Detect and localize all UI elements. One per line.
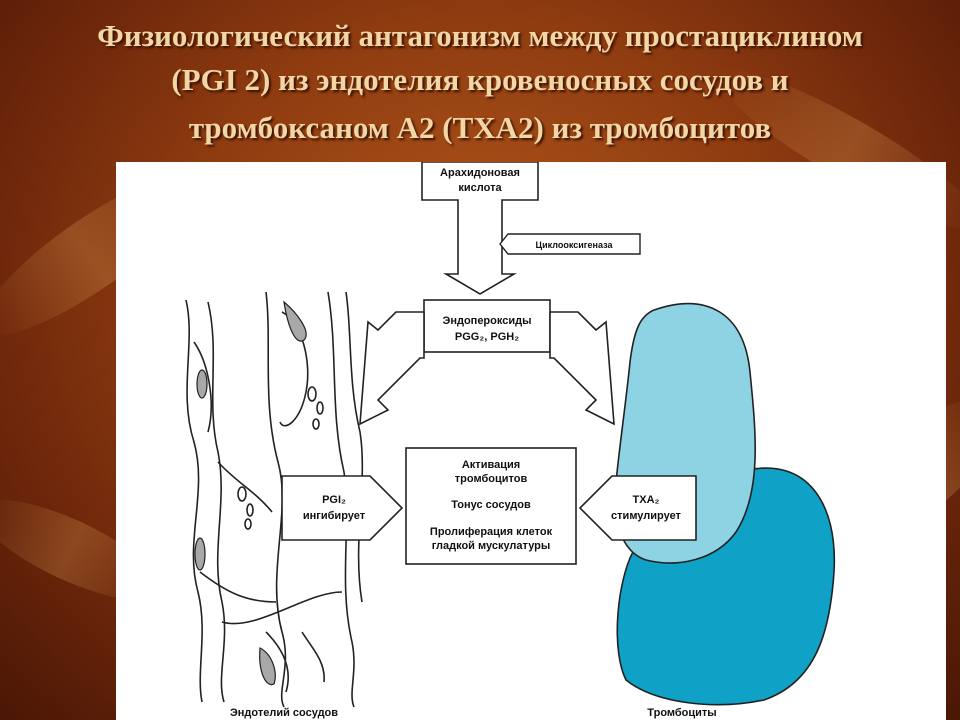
cell-boundary xyxy=(301,631,325,683)
slide-title: Физиологический антагонизм между простац… xyxy=(10,14,950,150)
endothelial-nucleus xyxy=(259,647,276,686)
arachidonic-acid-label-1: Арахидоновая xyxy=(440,167,520,179)
endothelial-nucleus xyxy=(283,300,307,342)
vesicle xyxy=(246,503,254,517)
vessel-wall-line xyxy=(345,291,364,603)
title-line-3: тромбоксаном А2 (ТХА2) из тромбоцитов xyxy=(188,110,772,145)
arachidonic-acid-label-2: кислота xyxy=(458,182,502,194)
vesicle xyxy=(316,401,324,415)
effect-vascular-tone: Тонус сосудов xyxy=(451,499,531,511)
vesicle xyxy=(244,518,252,530)
title-line-2: (PGI 2) из эндотелия кровеносных сосудов… xyxy=(171,62,789,97)
txa2-action-label: стимулирует xyxy=(611,510,682,522)
endoperoxides-label-2: PGG₂, PGH₂ xyxy=(455,331,519,343)
arrow-to-endothelium xyxy=(359,311,425,426)
effect-activation-2: тромбоцитов xyxy=(455,473,528,485)
vessel-wall-line xyxy=(207,301,226,703)
cell-boundary xyxy=(193,341,212,433)
arachidonic-acid-arrow xyxy=(421,162,539,295)
endothelial-nucleus xyxy=(196,369,208,399)
title-line-1: Физиологический антагонизм между простац… xyxy=(97,18,863,53)
cell-boundary xyxy=(265,631,289,693)
cell-boundary xyxy=(217,461,273,513)
cell-boundary xyxy=(221,591,343,625)
effect-proliferation-1: Пролиферация клеток xyxy=(430,526,553,538)
endothelial-nucleus xyxy=(194,537,206,571)
platelets-caption: Тромбоциты xyxy=(647,707,716,719)
vesicle xyxy=(307,386,317,402)
effects-box xyxy=(405,447,577,565)
cyclooxygenase-label: Циклооксигеназа xyxy=(536,240,614,250)
vessel-wall-line xyxy=(185,299,203,703)
txa2-stimulates-arrow xyxy=(578,475,697,541)
effect-proliferation-2: гладкой мускулатуры xyxy=(432,540,551,552)
endoperoxides-label-1: Эндопероксиды xyxy=(443,315,532,327)
antagonism-diagram: Арахидоновая кислота Циклооксигеназа Энд… xyxy=(185,162,836,719)
pgi2-action-label: ингибирует xyxy=(303,510,366,522)
endothelium-caption: Эндотелий сосудов xyxy=(230,707,338,719)
cell-boundary xyxy=(199,571,277,603)
vesicle xyxy=(312,418,320,430)
pgi2-inhibits-arrow xyxy=(281,475,404,541)
pgi2-label: PGI₂ xyxy=(322,494,346,506)
effect-activation-1: Активация xyxy=(462,459,520,471)
cyclooxygenase-tag xyxy=(499,233,641,255)
figure-panel: Арахидоновая кислота Циклооксигеназа Энд… xyxy=(116,162,946,720)
arrow-to-platelets xyxy=(549,311,615,426)
txa2-label: ТХА₂ xyxy=(633,494,660,506)
vesicle xyxy=(237,486,247,502)
